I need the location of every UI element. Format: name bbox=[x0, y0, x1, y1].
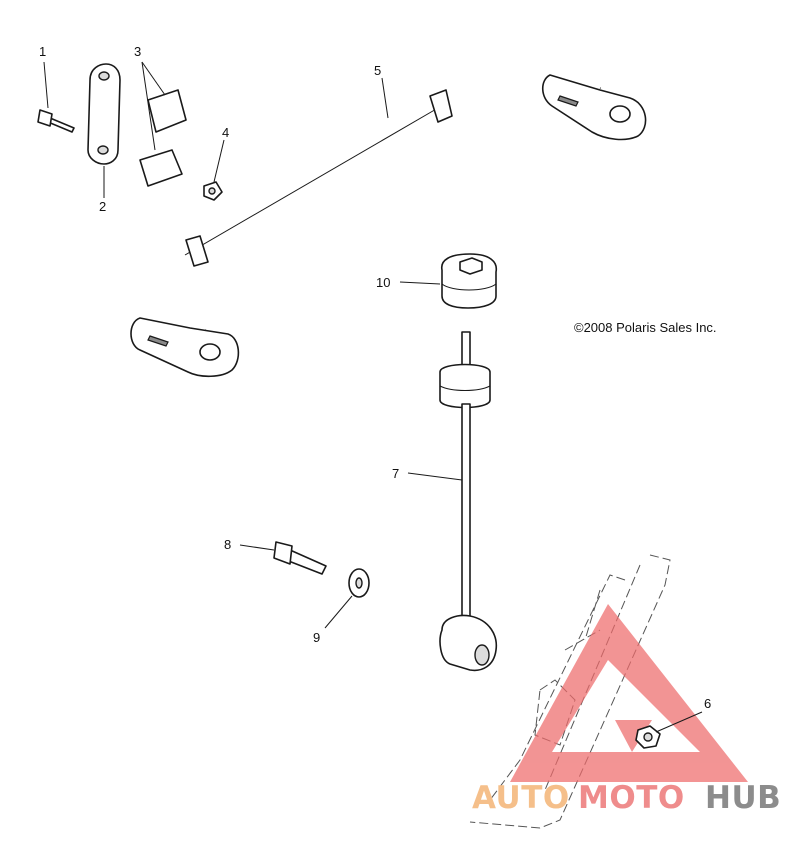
callout-2: 2 bbox=[99, 199, 106, 214]
watermark-logo: AUTO MOTO HUB bbox=[472, 780, 781, 816]
bolt-part-1 bbox=[37, 109, 75, 133]
callout-labels: 1 2 3 4 5 6 7 8 9 10 bbox=[39, 44, 711, 711]
nut-part-6 bbox=[635, 725, 661, 749]
callout-leaders bbox=[43, 61, 703, 733]
watermark-text-moto: MOTO bbox=[578, 780, 685, 816]
watermark-text-hub: HUB bbox=[705, 780, 781, 816]
callout-3: 3 bbox=[134, 44, 141, 59]
callout-1: 1 bbox=[39, 44, 46, 59]
clamp-part-2 bbox=[87, 63, 121, 165]
end-link-part-7 bbox=[439, 331, 498, 672]
bushing-cap-part-10 bbox=[441, 253, 498, 309]
watermark-triangle bbox=[510, 604, 748, 782]
callout-10: 10 bbox=[376, 275, 390, 290]
callout-8: 8 bbox=[224, 537, 231, 552]
callout-6: 6 bbox=[704, 696, 711, 711]
nut-part-4 bbox=[203, 181, 223, 201]
callout-4: 4 bbox=[222, 125, 229, 140]
bolt-part-8 bbox=[273, 541, 327, 575]
callout-7: 7 bbox=[392, 466, 399, 481]
copyright-notice: ©2008 Polaris Sales Inc. bbox=[574, 320, 717, 335]
callout-9: 9 bbox=[313, 630, 320, 645]
stabilizer-bar bbox=[111, 57, 647, 378]
washer-part-9 bbox=[348, 568, 370, 598]
callout-5: 5 bbox=[374, 63, 381, 78]
bushing-part-3 bbox=[139, 89, 187, 187]
watermark-text-auto: AUTO bbox=[472, 780, 570, 816]
